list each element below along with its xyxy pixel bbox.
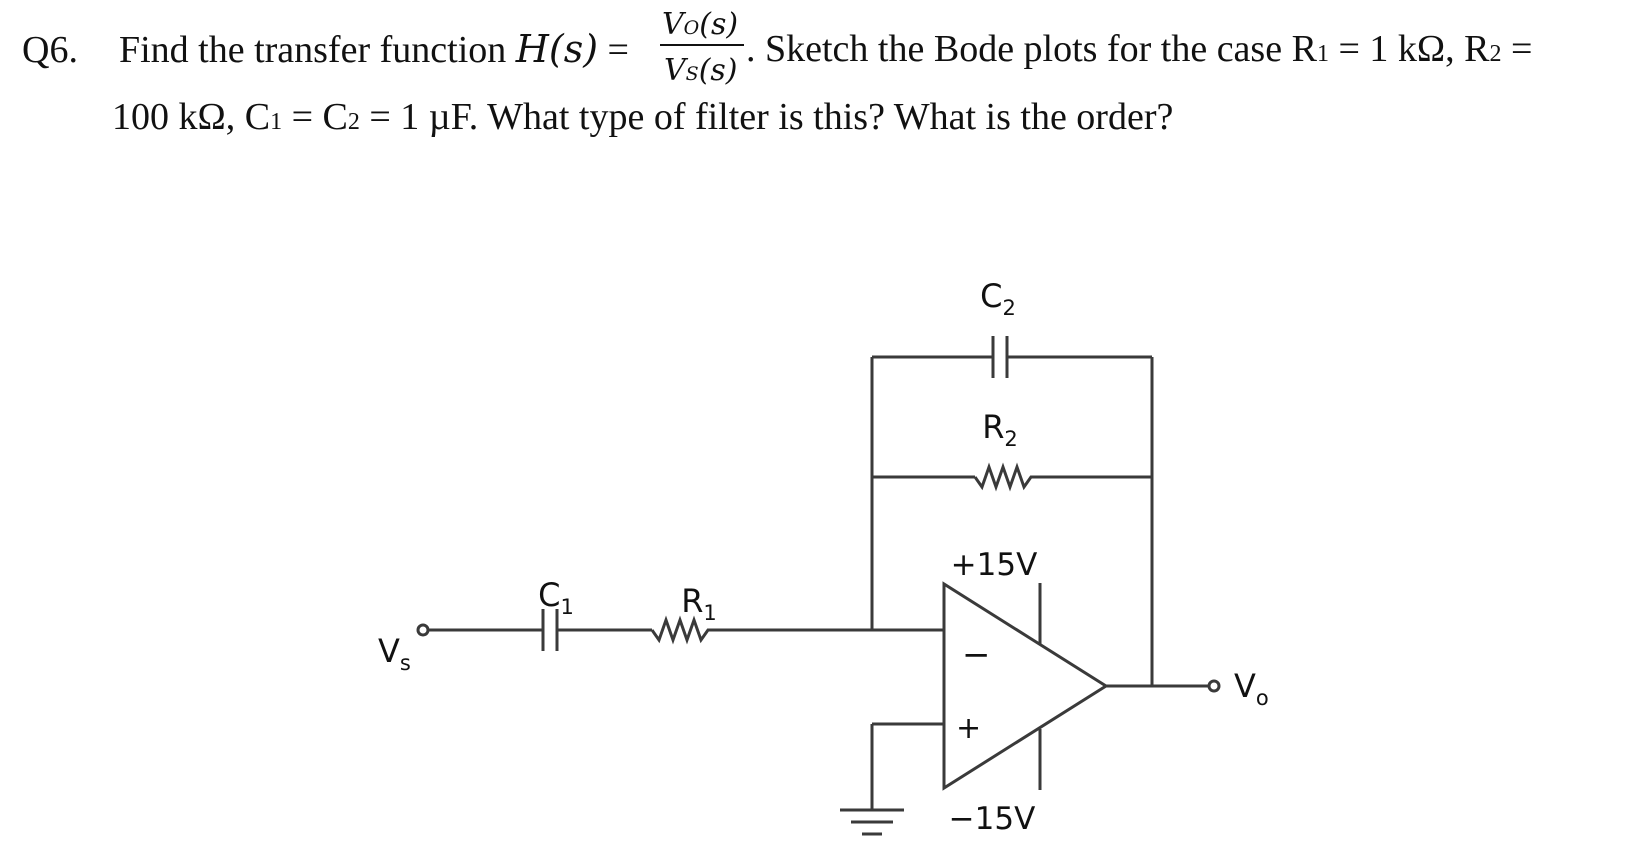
negative-supply-label: −15V <box>949 801 1036 837</box>
c2-label: C2 <box>980 277 1016 320</box>
question-number: Q6. <box>22 29 78 71</box>
capacitor-c1 <box>541 609 559 651</box>
positive-supply-label: +15V <box>951 547 1038 583</box>
resistor-r1 <box>650 615 722 645</box>
output-terminal <box>1207 679 1221 693</box>
fraction-bar <box>660 44 744 46</box>
r2-label: R2 <box>982 408 1018 451</box>
fraction-denominator: VS(s) <box>664 53 738 88</box>
r1-label: R1 <box>681 582 717 625</box>
inverting-sign: − <box>962 635 991 675</box>
function-name: H <box>515 27 549 71</box>
function-arg: (s) <box>548 27 599 71</box>
output-label: Vo <box>1234 667 1269 710</box>
question-intro: Find the transfer function <box>118 29 516 71</box>
op-amp <box>942 581 1109 791</box>
ground-icon <box>840 808 904 836</box>
fraction-numerator: VO(s) <box>662 7 739 42</box>
question-line-2: 100 kΩ, C1 = C2 = 1 µF. What type of fil… <box>112 96 1174 138</box>
input-terminal <box>416 623 430 637</box>
question-line-1-rest: . Sketch the Bode plots for the case R1 … <box>746 28 1533 70</box>
noninverting-sign: + <box>956 711 981 746</box>
c1-label: C1 <box>538 576 574 619</box>
input-label: Vs <box>378 632 411 675</box>
resistor-r2 <box>973 462 1045 492</box>
capacitor-c2 <box>991 336 1009 378</box>
equals-sign: = <box>598 29 629 71</box>
question-line-1: Q6. Find the transfer function H(s) = <box>22 30 629 69</box>
